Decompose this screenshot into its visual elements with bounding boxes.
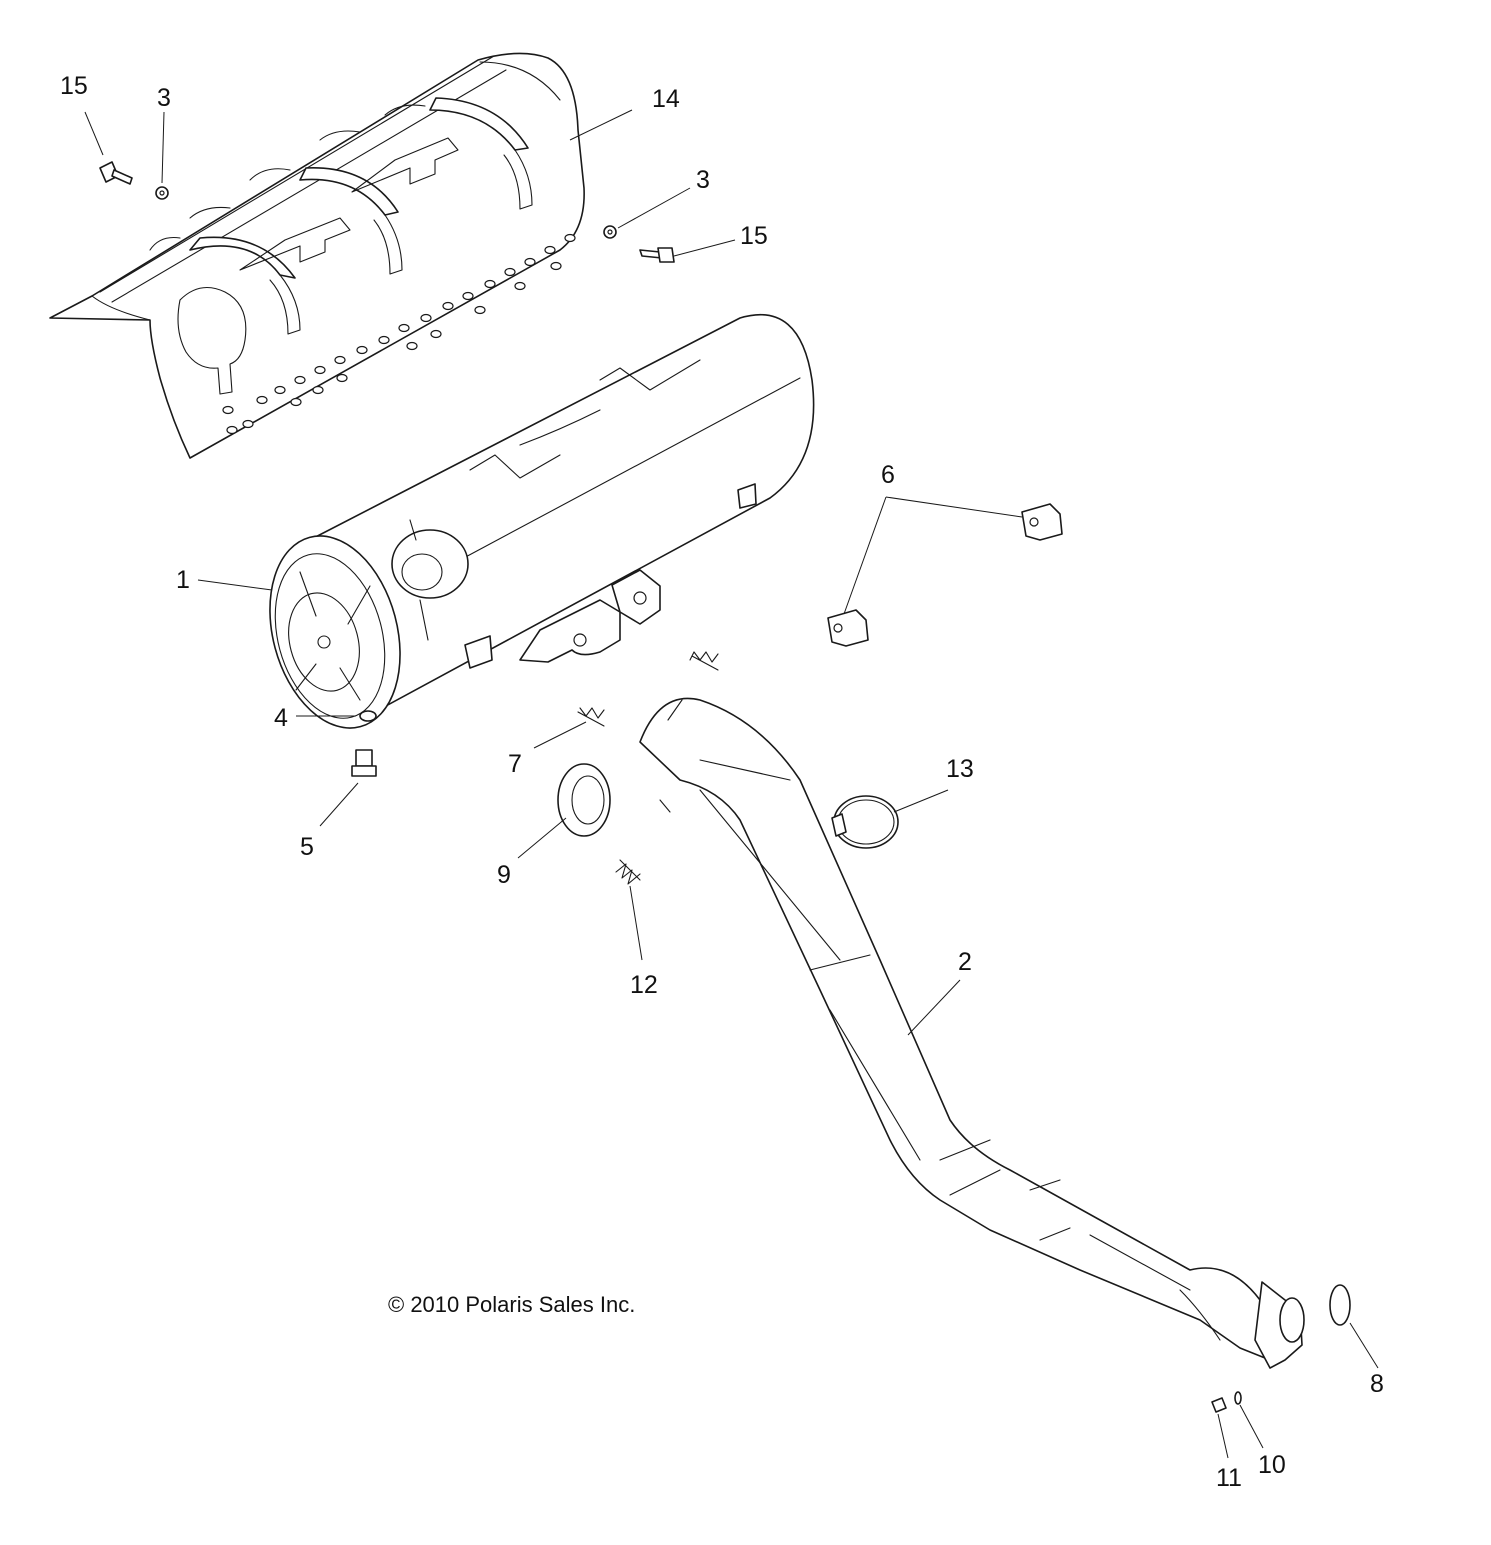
callout-labels: 15 3 14 3 15 6 1 4 7 13 5 9 2 12 8 10 11	[60, 72, 1384, 1492]
leader-lines	[84, 109, 1379, 1459]
callout-7: 7	[508, 750, 522, 778]
muffler-part-1	[269, 313, 815, 729]
callout-12: 12	[630, 971, 658, 999]
callout-10: 10	[1258, 1451, 1286, 1479]
copyright-notice: © 2010 Polaris Sales Inc.	[388, 1292, 635, 1317]
nut-part-3-right	[603, 225, 617, 239]
spring-part-7	[577, 651, 719, 727]
callout-11: 11	[1216, 1464, 1242, 1492]
clamp-part-13	[831, 795, 899, 849]
callout-14: 14	[652, 85, 680, 113]
bolt-part-15-left	[99, 161, 133, 185]
bolt-part-15-right	[639, 247, 675, 263]
washer-part-10	[1234, 1391, 1242, 1405]
callout-8: 8	[1370, 1370, 1384, 1398]
plug-part-5	[351, 749, 377, 777]
callout-1: 1	[176, 566, 190, 594]
callout-3-right: 3	[696, 166, 710, 194]
callout-15-right: 15	[740, 222, 768, 250]
head-pipe-part-2	[639, 697, 1305, 1369]
callout-6: 6	[881, 461, 895, 489]
spring-part-12	[615, 859, 641, 885]
heat-shield-part-14	[49, 52, 585, 459]
callout-2: 2	[958, 948, 972, 976]
o-ring-part-8	[1329, 1284, 1351, 1326]
nut-part-11	[1211, 1397, 1227, 1413]
gasket-part-9	[557, 763, 611, 837]
callout-4: 4	[274, 704, 288, 732]
grommet-part-6	[827, 503, 1063, 647]
washer-part-4	[359, 710, 377, 722]
callout-13: 13	[946, 755, 974, 783]
callout-3-left: 3	[157, 84, 171, 112]
nut-part-3-left	[155, 186, 169, 200]
callout-15-left: 15	[60, 72, 88, 100]
callout-9: 9	[497, 861, 511, 889]
callout-5: 5	[300, 833, 314, 861]
